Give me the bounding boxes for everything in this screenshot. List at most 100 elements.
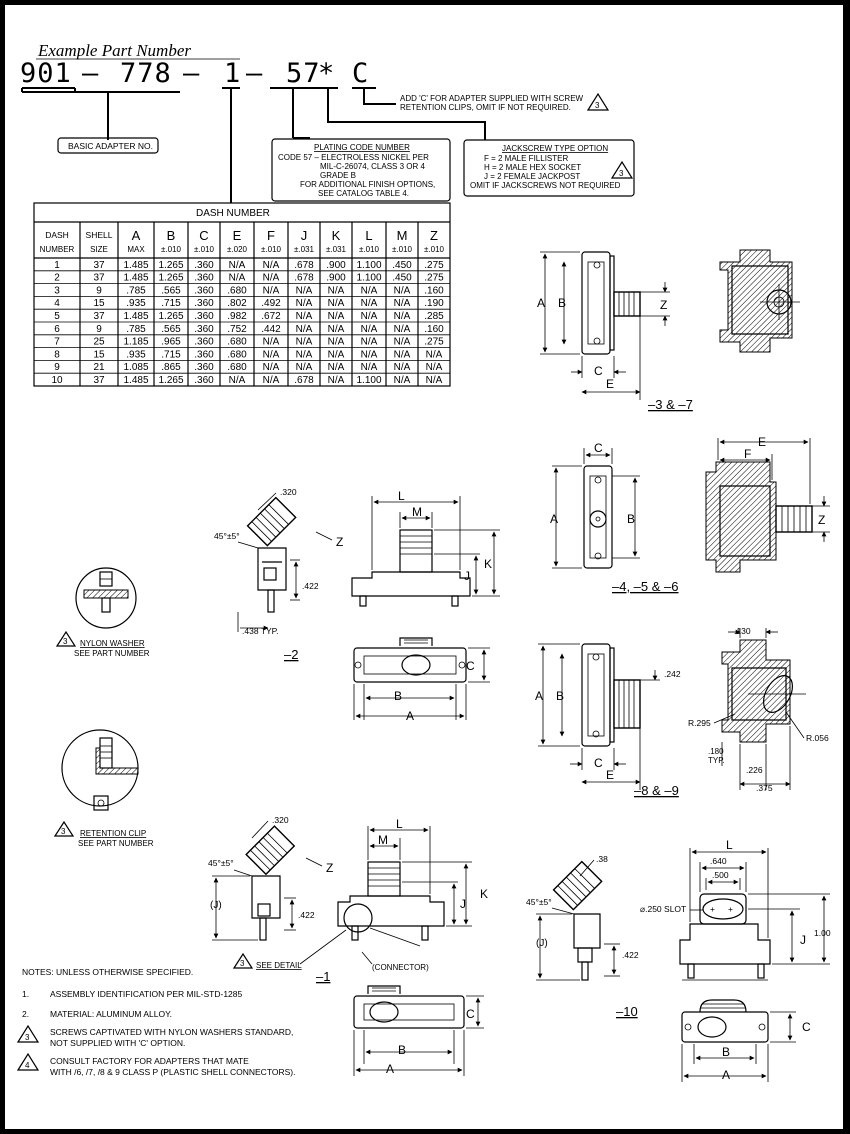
table-cell: N/A: [328, 375, 345, 386]
svg-text:4: 4: [25, 1061, 30, 1070]
table-cell: N/A: [394, 298, 411, 309]
svg-text:C: C: [594, 756, 603, 770]
table-cell: .900: [326, 260, 346, 271]
svg-text:SEE PART NUMBER: SEE PART NUMBER: [74, 649, 150, 658]
svg-text:.226: .226: [746, 765, 763, 775]
table-cell: .680: [227, 337, 247, 348]
table-cell: N/A: [263, 362, 280, 373]
table-cell: .360: [194, 311, 214, 322]
clip-note-triangle: 3: [586, 92, 610, 111]
svg-text:R.056: R.056: [806, 733, 829, 743]
example-title: Example Part Number: [37, 41, 191, 60]
table-header-9: L: [365, 228, 372, 243]
svg-text:Z: Z: [660, 298, 667, 312]
table-header-11: Z: [430, 228, 438, 243]
table-cell: 37: [93, 273, 105, 284]
table-cell: .680: [227, 362, 247, 373]
pn-plating: 57: [286, 58, 321, 89]
notes-block: NOTES: UNLESS OTHERWISE SPECIFIED. 1. AS…: [16, 967, 295, 1077]
table-header-sub-10: ±.010: [392, 245, 413, 254]
nylon-note-triangle: 3: [55, 630, 77, 647]
table-cell: .360: [194, 298, 214, 309]
table-cell: .965: [161, 337, 181, 348]
svg-text:F: F: [744, 447, 751, 461]
svg-text:2.: 2.: [22, 1009, 29, 1019]
table-cell: N/A: [361, 311, 378, 322]
table-cell: .715: [161, 298, 181, 309]
table-cell: N/A: [263, 260, 280, 271]
table-cell: N/A: [296, 337, 313, 348]
svg-text:3: 3: [63, 637, 68, 646]
table-cell: N/A: [296, 285, 313, 296]
svg-text:SEE CATALOG TABLE 4.: SEE CATALOG TABLE 4.: [318, 189, 409, 198]
svg-text:C: C: [802, 1020, 811, 1034]
svg-text:M: M: [412, 505, 422, 519]
nylon-washer-label: NYLON WASHER: [80, 639, 145, 648]
table-cell: 8: [54, 349, 60, 360]
table-cell: 25: [93, 337, 105, 348]
svg-text:M: M: [378, 833, 388, 847]
table-cell: 1.485: [123, 260, 148, 271]
table-header-sub-8: ±.031: [326, 245, 347, 254]
note-4-line1: CONSULT FACTORY FOR ADAPTERS THAT MATE: [50, 1056, 249, 1066]
view-2-label: –2: [284, 647, 298, 662]
see-detail-label: SEE DETAIL: [256, 961, 302, 970]
svg-text:3: 3: [240, 959, 245, 968]
basic-adapter-label: BASIC ADAPTER NO.: [68, 141, 153, 151]
svg-text:C: C: [594, 364, 603, 378]
view-2: .320 45°±5° Z .422 .438 TYP. L M: [214, 487, 500, 723]
view-1: .320 45°±5° Z (J) .422 L M: [208, 815, 488, 1076]
table-cell: N/A: [263, 273, 280, 284]
table-cell: .802: [227, 298, 247, 309]
table-header-sub-1: SIZE: [90, 245, 108, 254]
table-header-sub-5: ±.020: [227, 245, 248, 254]
svg-text:A: A: [537, 296, 545, 310]
table-header-sub-2: MAX: [127, 245, 145, 254]
threads-8-9: [613, 679, 641, 729]
table-cell: N/A: [394, 349, 411, 360]
table-cell: N/A: [263, 349, 280, 360]
table-cell: N/A: [426, 349, 443, 360]
svg-text:K: K: [484, 557, 492, 571]
dash-number-table: DASH NUMBER DASHNUMBERSHELLSIZEAMAXB±.01…: [33, 202, 451, 387]
table-cell: 37: [93, 311, 105, 322]
svg-text:B: B: [722, 1045, 730, 1059]
svg-text:.242: .242: [664, 669, 681, 679]
threads-3-7: [613, 291, 641, 317]
table-cell: 3: [54, 285, 60, 296]
svg-text:.38: .38: [596, 854, 608, 864]
table-cell: N/A: [328, 337, 345, 348]
table-cell: .450: [392, 260, 412, 271]
table-header-sub-6: ±.010: [261, 245, 282, 254]
svg-text:OMIT IF JACKSCREWS NOT REQUIRE: OMIT IF JACKSCREWS NOT REQUIRED: [470, 181, 621, 190]
table-cell: N/A: [394, 324, 411, 335]
svg-text:C: C: [466, 659, 475, 673]
svg-text:45°±5°: 45°±5°: [214, 531, 240, 541]
svg-text:.422: .422: [298, 910, 315, 920]
svg-text:K: K: [480, 887, 488, 901]
clip-detail-note-triangle: 3: [53, 820, 75, 837]
table-cell: .492: [261, 298, 281, 309]
svg-text:.422: .422: [622, 950, 639, 960]
table-cell: 1.485: [123, 311, 148, 322]
view-3-7-label: –3 & –7: [648, 397, 693, 412]
svg-text:3: 3: [619, 169, 624, 178]
svg-text:J = 2 FEMALE JACKPOST: J = 2 FEMALE JACKPOST: [484, 172, 580, 181]
threads-2-front: [400, 535, 432, 555]
svg-text:.320: .320: [280, 487, 297, 497]
table-cell: N/A: [394, 375, 411, 386]
view-8-9: A B .242 C E .130 R.295 R.056 .180 TYP.: [535, 626, 829, 798]
table-cell: .160: [424, 324, 444, 335]
notes-header: NOTES: UNLESS OTHERWISE SPECIFIED.: [22, 967, 193, 977]
table-cell: .785: [126, 285, 146, 296]
table-cell: N/A: [426, 362, 443, 373]
pn-sep-3: —: [246, 58, 263, 89]
svg-text:A: A: [386, 1062, 394, 1076]
table-cell: .935: [126, 349, 146, 360]
svg-text:L: L: [396, 817, 403, 831]
table-cell: N/A: [361, 362, 378, 373]
svg-text:+: +: [728, 904, 733, 914]
table-header-2: A: [132, 228, 141, 243]
table-header-sub-0: NUMBER: [40, 245, 75, 254]
table-cell: 10: [51, 375, 63, 386]
